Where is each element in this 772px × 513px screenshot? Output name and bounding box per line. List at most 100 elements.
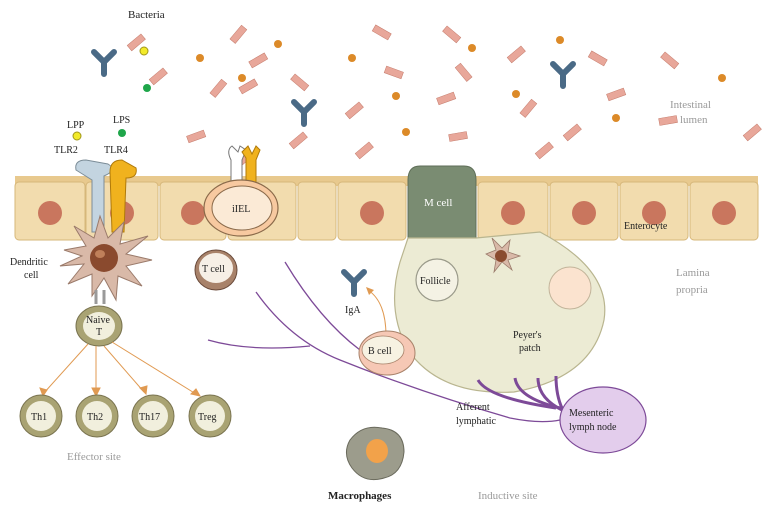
coccus-bacterium-icon [556, 36, 564, 44]
lamina-t-cell-inner [199, 253, 233, 283]
tlr2-label: TLR2 [54, 145, 78, 156]
lps-molecule [143, 84, 151, 92]
intestinal-lumen-label-2: lumen [680, 114, 708, 126]
enterocyte-nucleus [572, 201, 596, 225]
enterocyte-cell [297, 181, 337, 241]
coccus-bacterium-icon [348, 54, 356, 62]
y-shaped-antibody-icon [550, 61, 576, 89]
bacteria-label: Bacteria [128, 9, 165, 21]
dendritic-cell-label-2: cell [24, 270, 39, 281]
naive-t-label-2: T [96, 327, 102, 338]
y-shaped-antibody-icon [341, 269, 367, 297]
rod-bacterium-icon [506, 45, 526, 64]
enterocyte-nucleus [712, 201, 736, 225]
treg-label: Treg [198, 412, 217, 423]
iel-receptors [228, 145, 261, 190]
coccus-bacterium-icon [612, 114, 620, 122]
inductive-site-label: Inductive site [478, 490, 538, 502]
rod-bacterium-icon [148, 67, 168, 86]
mesenteric-lymph-node-label: Mesenteric [569, 408, 614, 419]
lps-label: LPS [113, 115, 130, 126]
b-cell-label: B cell [368, 346, 392, 357]
tlr4-receptor [109, 159, 137, 233]
rod-bacterium-icon [587, 50, 608, 67]
mesenteric-lymph-node [559, 386, 647, 454]
th2-label: Th2 [87, 412, 103, 423]
peyers-patch-label-2: patch [519, 343, 541, 354]
th1-label: Th1 [31, 412, 47, 423]
iel-cell-nucleus [211, 185, 273, 231]
lumen-bacteria [126, 24, 762, 170]
follicle-label: Follicle [420, 276, 451, 287]
rod-bacterium-icon [658, 115, 678, 126]
coccus-bacterium-icon [196, 54, 204, 62]
tlr2-receptor [75, 159, 113, 233]
differentiation-arrows [39, 341, 201, 398]
rod-bacterium-icon [290, 73, 310, 92]
rod-bacterium-icon [534, 141, 554, 160]
lps-dot [118, 129, 126, 137]
mhc-contact [94, 290, 106, 304]
follicle [415, 258, 459, 302]
naive-t-cell-inner [83, 312, 115, 340]
rod-bacterium-icon [229, 24, 248, 44]
coccus-bacterium-icon [402, 128, 410, 136]
lpp-molecule [139, 46, 149, 56]
coccus-bacterium-icon [512, 90, 520, 98]
afferent-lymphatics [476, 375, 566, 413]
lpp-label: LPP [67, 120, 85, 131]
intestinal-lumen-label: Intestinal [670, 99, 711, 111]
iel-label: iIEL [232, 204, 250, 215]
brush-border [15, 176, 758, 186]
mesenteric-lymph-node-label-2: lymph node [569, 422, 617, 433]
m-cell [407, 165, 477, 239]
rod-bacterium-icon [209, 78, 228, 98]
coccus-bacterium-icon [238, 74, 246, 82]
enterocyte-nucleus [501, 201, 525, 225]
effector-site-label: Effector site [67, 451, 121, 463]
afferent-lymphatic-label-2: lymphatic [456, 416, 497, 427]
macrophages-label: Macrophages [328, 490, 392, 502]
rod-bacterium-icon [354, 141, 374, 160]
coccus-bacterium-icon [392, 92, 400, 100]
rod-bacterium-icon [448, 131, 468, 142]
enterocyte-nucleus [360, 201, 384, 225]
rod-bacterium-icon [519, 98, 538, 118]
rod-bacterium-icon [248, 52, 269, 69]
rod-bacterium-icon [371, 24, 392, 41]
enterocyte-nucleus [38, 201, 62, 225]
y-shaped-antibody-icon [291, 99, 317, 127]
rod-bacterium-icon [606, 87, 627, 102]
dendritic-cell-label: Dendritic [10, 257, 48, 268]
enterocyte-nucleus [642, 201, 666, 225]
rod-bacterium-icon [238, 78, 259, 95]
macrophage [346, 426, 405, 481]
rod-bacterium-icon [383, 65, 404, 80]
enterocyte-label: Enterocyte [624, 221, 668, 232]
tlr4-label: TLR4 [104, 145, 128, 156]
coccus-bacterium-icon [468, 44, 476, 52]
iga-label: IgA [345, 305, 361, 316]
iga-arrowhead [366, 287, 374, 295]
rod-bacterium-icon [344, 101, 364, 120]
rod-bacterium-icon [442, 25, 462, 44]
t-cell-label: T cell [202, 264, 225, 275]
rod-bacterium-icon [742, 123, 762, 142]
th1-cell [19, 394, 63, 438]
th17-label: Th17 [139, 412, 160, 423]
b-cell-inner [361, 335, 405, 365]
treg-cell [188, 394, 232, 438]
lamina-propria-label-2: propria [676, 284, 708, 296]
afferent-lymphatic-label: Afferent [456, 402, 490, 413]
m-cell-label: M cell [424, 197, 452, 209]
rod-bacterium-icon [454, 62, 473, 82]
th2-cell [75, 394, 119, 438]
peyers-patch-label: Peyer's [513, 330, 542, 341]
lymphatic-vessels [207, 261, 561, 423]
enterocyte-nucleus [181, 201, 205, 225]
rod-bacterium-icon [186, 129, 207, 144]
rod-bacterium-icon [660, 51, 680, 70]
th17-cell [131, 394, 175, 438]
coccus-bacterium-icon [718, 74, 726, 82]
